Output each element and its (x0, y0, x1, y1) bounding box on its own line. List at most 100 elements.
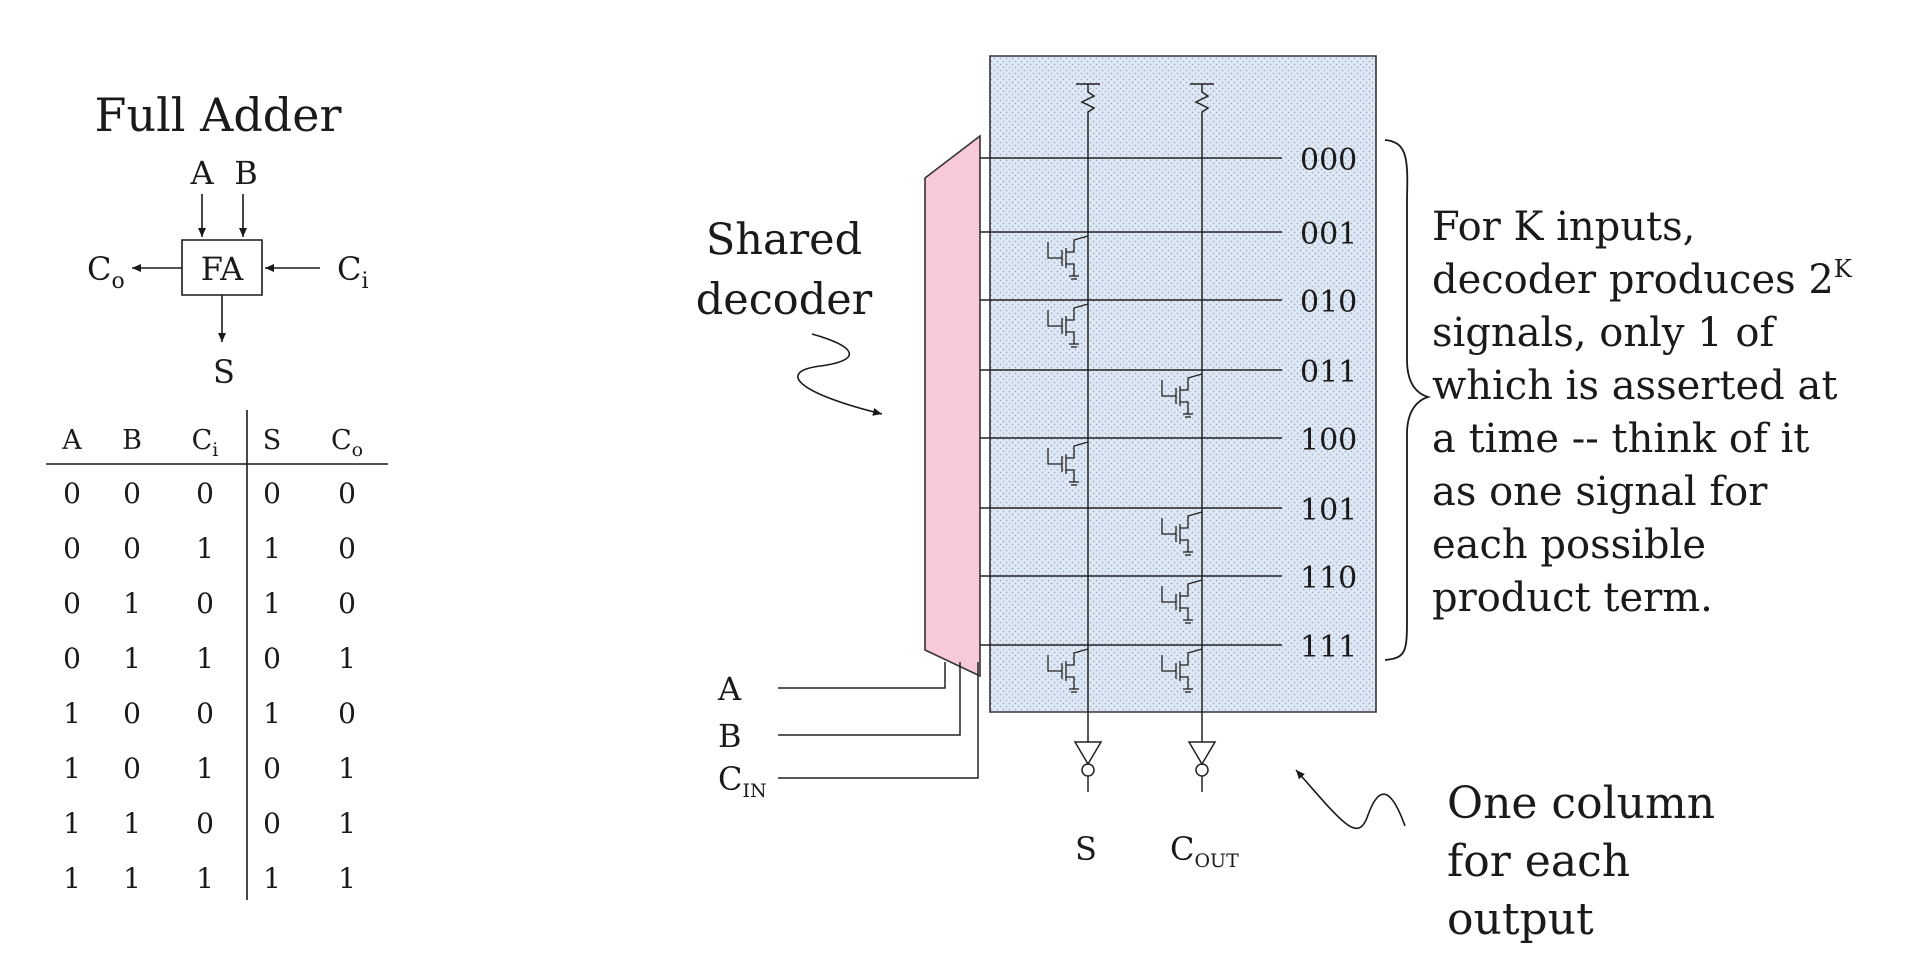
column-pointer-arrow (1296, 770, 1405, 828)
column-note-line: One column (1447, 778, 1715, 829)
pulldown-transistor (1048, 442, 1088, 485)
table-cell: 1 (123, 807, 141, 840)
table-cell: 0 (263, 642, 281, 675)
full-adder-title: Full Adder (95, 88, 342, 142)
table-cell: 0 (196, 477, 214, 510)
column-note: One column for each output (1447, 778, 1715, 945)
fa-block-label: FA (201, 250, 244, 288)
decoder-label-line2: decoder (696, 275, 873, 325)
decoder-note-line: product term. (1432, 575, 1713, 621)
decoder-note-line: a time -- think of it (1432, 416, 1809, 462)
table-header-cell: S (263, 425, 282, 456)
pulldown-transistor (1048, 649, 1088, 692)
pulldown-transistor (1162, 374, 1202, 417)
table-cell: 0 (123, 697, 141, 730)
decoder-note-line: For K inputs, (1432, 204, 1695, 250)
table-cell: 0 (338, 697, 356, 730)
decoder-input: CIN (718, 662, 978, 802)
table-cell: 1 (123, 862, 141, 895)
decoder-brace (1385, 140, 1428, 660)
row-code-label: 011 (1300, 355, 1357, 390)
table-cell: 1 (63, 862, 81, 895)
row-code-label: 010 (1300, 285, 1357, 320)
bit-line-s (1073, 84, 1103, 792)
table-cell: 0 (63, 642, 81, 675)
row-code-label: 110 (1300, 561, 1357, 596)
table-cell: 0 (263, 477, 281, 510)
table-cell: 1 (123, 587, 141, 620)
table-row: 0 1 1 0 1 (63, 642, 356, 675)
table-cell: 1 (338, 642, 356, 675)
table-header-cell: B (122, 425, 142, 456)
table-cell: 1 (338, 752, 356, 785)
output-s-label: S (1075, 830, 1097, 868)
table-cell: 0 (338, 532, 356, 565)
table-cell: 0 (196, 697, 214, 730)
decoder-note-line: signals, only 1 of (1432, 310, 1777, 356)
table-cell: 0 (123, 532, 141, 565)
fa-sum-label: S (213, 353, 235, 391)
table-cell: 0 (63, 587, 81, 620)
table-cell: 1 (196, 532, 214, 565)
table-row: 0 0 0 0 0 (63, 477, 356, 510)
table-cell: 1 (263, 532, 281, 565)
pulldown-transistor (1048, 236, 1088, 279)
decoder-note-line: which is asserted at (1432, 363, 1837, 409)
table-cell: 0 (63, 477, 81, 510)
decoder-input-label: CIN (718, 760, 767, 802)
fa-carry-in-label: Ci (337, 250, 369, 294)
table-cell: 1 (196, 642, 214, 675)
column-note-line: for each (1447, 836, 1630, 887)
pulldown-transistor (1162, 649, 1202, 692)
pulldown-transistor (1048, 304, 1088, 347)
output-cout-label: COUT (1170, 830, 1239, 872)
row-code-label: 101 (1300, 493, 1357, 528)
shared-decoder-block (924, 134, 981, 678)
decoder-input-label: B (718, 717, 742, 755)
table-cell: 1 (263, 587, 281, 620)
table-cell: 1 (196, 862, 214, 895)
column-note-line: output (1447, 894, 1594, 945)
table-cell: 1 (196, 752, 214, 785)
row-code-label: 111 (1300, 630, 1357, 665)
table-header-cell: Ci (192, 425, 219, 461)
fa-input-a-label: A (189, 154, 214, 192)
table-cell: 0 (196, 807, 214, 840)
table-row: 0 1 0 1 0 (63, 587, 356, 620)
table-cell: 0 (123, 752, 141, 785)
table-cell: 1 (338, 807, 356, 840)
rom-array-body (990, 56, 1376, 712)
table-cell: 0 (263, 807, 281, 840)
table-cell: 1 (263, 697, 281, 730)
decoder-input: B (718, 662, 960, 755)
pulldown-transistor (1162, 580, 1202, 623)
decoder-note: For K inputs, decoder produces 2K signals,… (1432, 204, 1853, 621)
fa-input-b-label: B (234, 154, 258, 192)
table-cell: 0 (338, 587, 356, 620)
decoder-input: A (717, 662, 945, 708)
decoder-note-line: as one signal for (1432, 469, 1768, 515)
pulldown-transistor (1162, 512, 1202, 555)
table-cell: 0 (338, 477, 356, 510)
table-cell: 0 (196, 587, 214, 620)
table-cell: 1 (123, 642, 141, 675)
table-header-cell: A (61, 425, 82, 456)
table-row: 0 0 1 1 0 (63, 532, 356, 565)
table-cell: 0 (63, 532, 81, 565)
table-cell: 1 (263, 862, 281, 895)
decoder-note-line: decoder produces 2K (1432, 255, 1853, 303)
decoder-label-line1: Shared (706, 215, 862, 265)
row-code-label: 000 (1300, 143, 1357, 178)
decoder-pointer-arrow (798, 334, 882, 416)
decoder-note-line: each possible (1432, 522, 1706, 568)
table-cell: 0 (263, 752, 281, 785)
row-code-label: 100 (1300, 423, 1357, 458)
table-cell: 0 (123, 477, 141, 510)
